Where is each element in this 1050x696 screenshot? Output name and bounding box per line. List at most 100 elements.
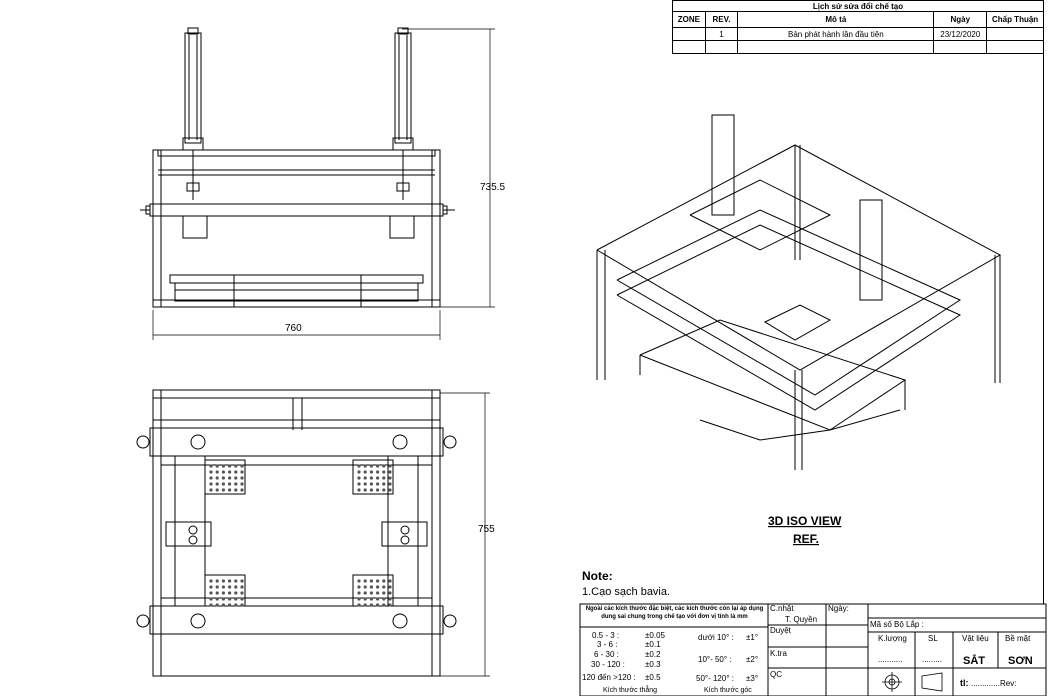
perforation-hole [369,591,373,595]
perforation-hole [234,470,238,474]
angular-label: Kích thước góc [704,687,752,694]
perforation-hole [209,470,213,474]
perforation-hole [215,476,219,480]
perforation-hole [357,591,361,595]
tol-range-1: 3 - 6 : [597,640,617,649]
perforation-hole [209,591,213,595]
perforation-hole [376,470,380,474]
perforation-hole [357,603,361,607]
perforation-hole [240,476,244,480]
perforation-hole [215,603,219,607]
perforation-hole [382,579,386,583]
perforation-hole [228,597,232,601]
revision-history-table: Lịch sử sửa đổi chế tạo ZONE REV. Mô tả … [672,0,1044,54]
perforation-hole [357,597,361,601]
perforation-hole [209,488,213,492]
scale-value: ............. [971,679,1000,688]
bemat-label: Bề mặt [1005,634,1031,643]
perforation-hole [357,488,361,492]
perforation-hole [228,482,232,486]
perforation-hole [240,482,244,486]
perforation-hole [234,488,238,492]
perforation-hole [209,464,213,468]
perforation-hole [215,482,219,486]
perforation-hole [228,603,232,607]
perforation-hole [209,585,213,589]
tol-range-3: 30 - 120 : [591,660,625,669]
perforation-hole [376,597,380,601]
perforation-hole [357,579,361,583]
ma-so-label: Mã số Bộ Lắp : [870,620,924,629]
angle-value-0: ±1° [746,633,758,642]
note-item: 1.Cạo sạch bavia. [582,586,670,598]
perforation-hole [240,470,244,474]
perforation-hole [388,597,392,601]
kluong-value: ........... [878,655,902,664]
material-value: SẮT [963,654,985,667]
tol-range-2: 6 - 30 : [594,650,619,659]
duyet-label: Duyệt [770,626,792,635]
perforation-hole [369,597,373,601]
perforation-hole [382,470,386,474]
perforation-hole [376,585,380,589]
perforation-hole [363,488,367,492]
cnhat-label: C.nhật [770,604,794,613]
perforation-hole [228,476,232,480]
cnhat-name: T. Quyền [785,615,817,624]
tol-value-4: ±0.5 [645,673,661,682]
tol-value-3: ±0.3 [645,660,661,669]
perforation-hole [376,464,380,468]
kluong-label: K.lượng [878,634,907,643]
perforation-hole [369,603,373,607]
perforation-hole [221,597,225,601]
note-heading: Note: [582,569,613,583]
perforation-hole [376,591,380,595]
perforation-hole [234,464,238,468]
top-view [136,389,457,677]
perforation-hole [369,579,373,583]
perforation-hole [228,585,232,589]
perforation-hole [369,476,373,480]
perforation-hole [376,603,380,607]
perforation-hole [209,603,213,607]
perforation-hole [228,591,232,595]
perforation-hole [363,585,367,589]
perforation-hole [215,579,219,583]
perforation-hole [388,603,392,607]
perforation-hole [240,579,244,583]
perforation-hole [221,476,225,480]
perforation-hole [221,603,225,607]
angle-value-1: ±2° [746,655,758,664]
dim-top-height: 755 [478,524,495,535]
perforation-hole [382,476,386,480]
angle-range-2: 50°- 120° : [696,674,734,683]
perforation-hole [363,591,367,595]
perforation-hole [215,585,219,589]
perforation-hole [234,597,238,601]
perforation-hole [382,585,386,589]
perforation-hole [234,579,238,583]
perforation-hole [240,488,244,492]
perforation-hole [234,591,238,595]
tol-value-2: ±0.2 [645,650,661,659]
perforation-hole [388,476,392,480]
angle-range-0: dưới 10° : [698,633,734,642]
sl-value: ......... [922,655,942,664]
perforation-hole [221,579,225,583]
perforation-hole [240,585,244,589]
ktra-label: K.tra [770,649,787,658]
surface-value: SƠN [1008,655,1033,667]
perforation-hole [221,585,225,589]
perforation-hole [215,591,219,595]
frame-right-border [1043,0,1044,604]
perforation-hole [376,579,380,583]
perforation-hole [209,476,213,480]
tolerance-header: Ngoài các kích thước đặc biệt, các kích … [585,606,764,620]
dim-front-width: 760 [285,323,302,334]
perforation-hole [240,597,244,601]
perforation-hole [363,476,367,480]
perforation-hole [240,591,244,595]
perforation-hole [363,470,367,474]
perforation-hole [388,488,392,492]
